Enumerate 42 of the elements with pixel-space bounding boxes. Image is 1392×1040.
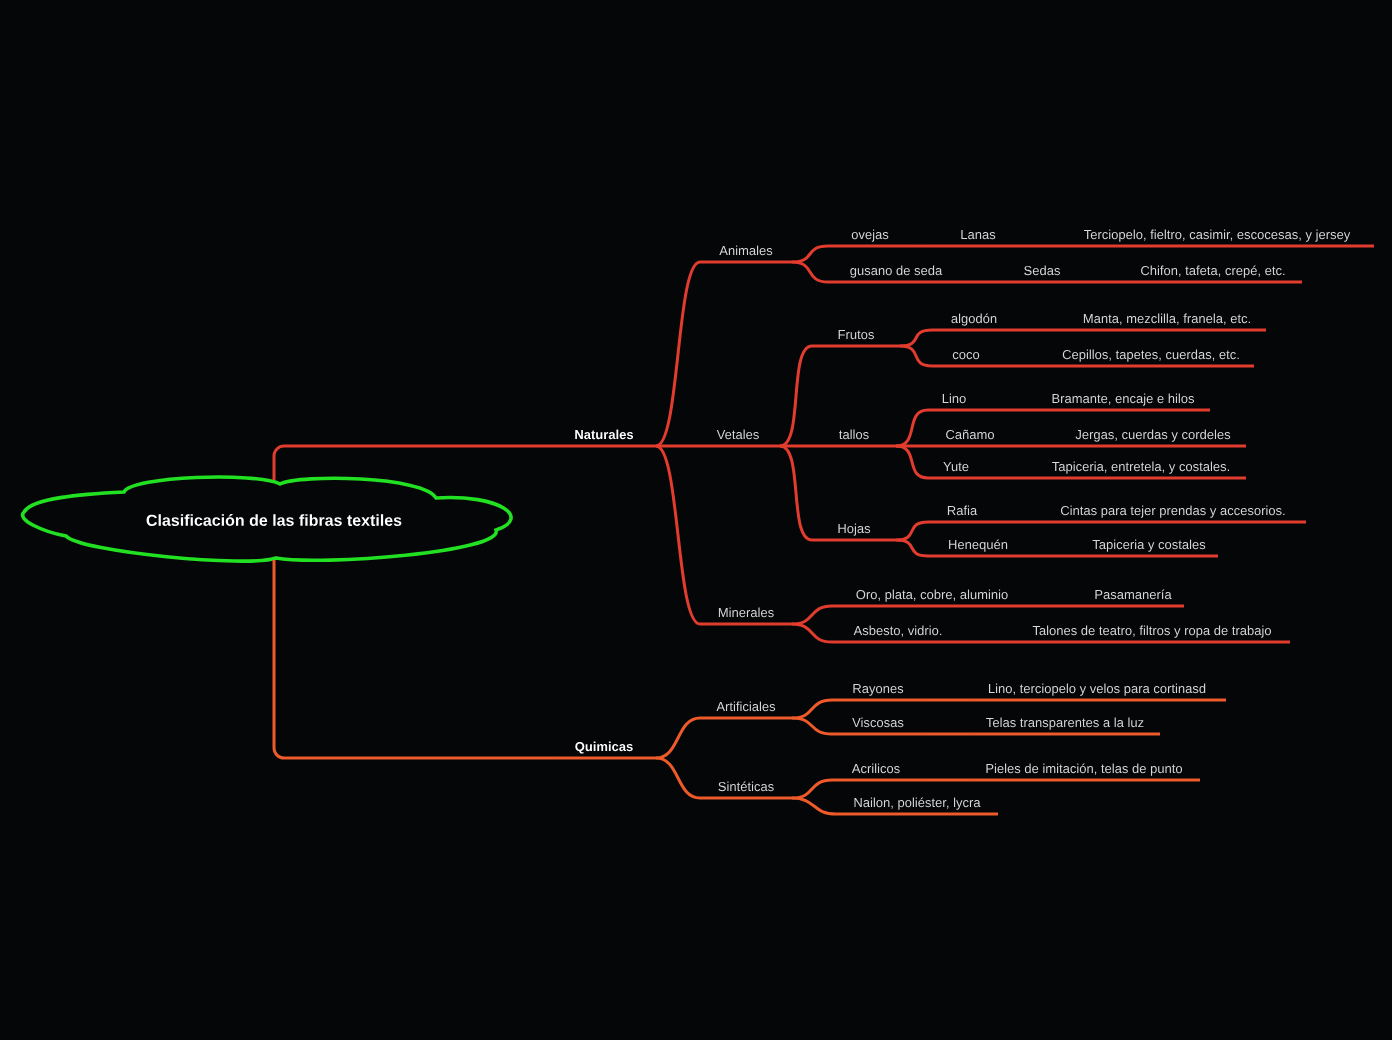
connector-line bbox=[1024, 244, 1060, 248]
connector-line bbox=[791, 244, 829, 264]
connector-line bbox=[655, 260, 701, 448]
connector-line bbox=[924, 732, 970, 736]
connector-line bbox=[272, 560, 552, 760]
connector-line bbox=[912, 244, 932, 248]
connector-line bbox=[964, 640, 1014, 644]
connector-line bbox=[920, 778, 968, 782]
connector-line bbox=[899, 328, 933, 348]
connector-line bbox=[895, 520, 929, 542]
connector-line bbox=[895, 408, 929, 448]
connector-line bbox=[996, 520, 1040, 524]
connector-line bbox=[1084, 280, 1124, 284]
connector-line bbox=[1012, 444, 1060, 448]
connector-line bbox=[655, 444, 701, 626]
connector-line bbox=[655, 716, 701, 760]
connector-line bbox=[791, 716, 833, 736]
connector-line bbox=[791, 604, 833, 626]
connector-line bbox=[780, 444, 812, 448]
connector-line bbox=[791, 796, 837, 816]
connector-line bbox=[656, 444, 696, 448]
connector-line bbox=[791, 622, 833, 644]
connector-line bbox=[779, 444, 813, 542]
connector-line bbox=[1000, 364, 1048, 368]
connector-line bbox=[924, 698, 968, 702]
connector-line bbox=[1016, 328, 1068, 332]
connector-line bbox=[791, 698, 833, 720]
connector-line bbox=[655, 756, 701, 800]
connector-line bbox=[895, 538, 929, 558]
connector-line bbox=[895, 444, 929, 480]
connector-line bbox=[964, 280, 1000, 284]
connector-line bbox=[896, 444, 928, 448]
connector-line bbox=[791, 260, 829, 284]
connector-line bbox=[779, 344, 813, 448]
connector-line bbox=[791, 778, 833, 800]
connector-line bbox=[272, 444, 552, 480]
connector-line bbox=[980, 408, 1036, 412]
connector-line bbox=[1032, 604, 1082, 608]
connector-line bbox=[1028, 554, 1080, 558]
connector-line bbox=[984, 476, 1036, 480]
cloud-node: Clasificación de las fibras textiles bbox=[20, 475, 513, 563]
connector-line bbox=[899, 344, 933, 368]
